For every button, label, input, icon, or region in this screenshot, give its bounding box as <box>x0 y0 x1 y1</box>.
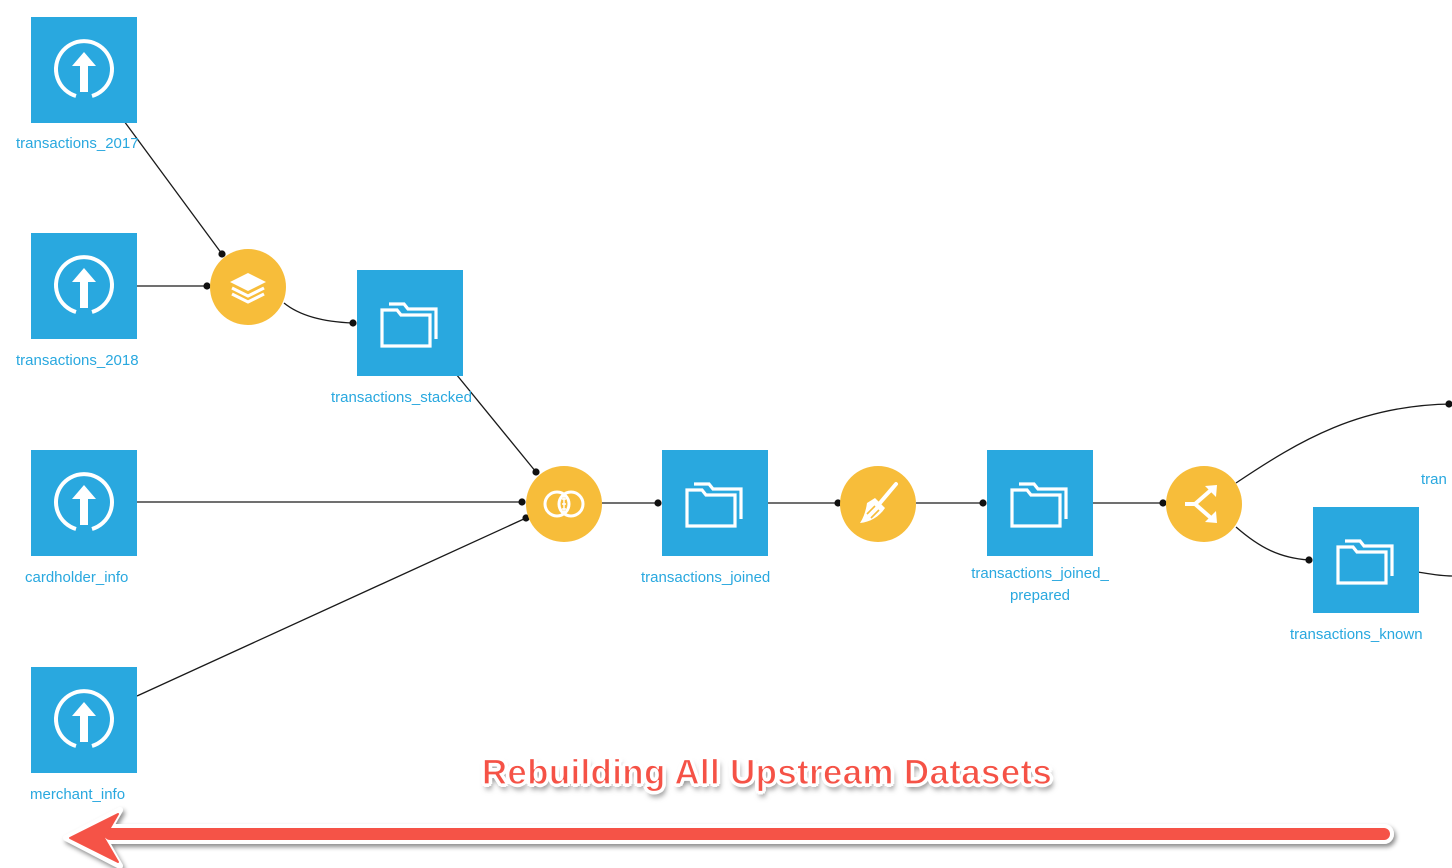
label-line: transactions_joined_ <box>971 565 1109 582</box>
dataset-label: transactions_joined <box>641 569 771 586</box>
dataset-transactions-2017[interactable] <box>31 17 137 123</box>
port-dot <box>203 282 211 290</box>
edge-split-to-known <box>1235 526 1310 561</box>
edge-stack-to-stacked <box>283 302 354 324</box>
upload-icon <box>54 255 114 314</box>
port-dot <box>532 468 540 476</box>
annotation-banner: Rebuilding All Upstream Datasets <box>481 752 1053 792</box>
port-dot <box>349 319 357 327</box>
dataset-transactions-2018[interactable] <box>31 233 137 339</box>
port-dot <box>1445 400 1452 408</box>
split-arrows-icon <box>1185 485 1217 523</box>
edge-split-to-unknown <box>1235 403 1452 484</box>
label-line: prepared <box>1009 587 1071 604</box>
folder-icon <box>1010 482 1068 528</box>
recipe-split[interactable] <box>1166 466 1242 542</box>
dataset-label-cropped: tran <box>1421 471 1447 488</box>
port-dot <box>1305 556 1313 564</box>
dataset-transactions-stacked[interactable] <box>357 270 463 376</box>
recipe-prepare[interactable] <box>840 466 916 542</box>
port-dot <box>218 250 226 258</box>
dataset-transactions-joined[interactable] <box>662 450 768 556</box>
dataset-label: transactions_known <box>1290 626 1423 643</box>
dataset-label: transactions_stacked <box>331 389 472 406</box>
folder-icon <box>685 482 743 528</box>
port-dot <box>1159 499 1167 507</box>
stack-layers-icon <box>230 273 266 304</box>
dataset-label: transactions_2018 <box>16 352 139 369</box>
folder-icon <box>1336 539 1394 585</box>
recipe-stack[interactable] <box>210 249 286 325</box>
upload-icon <box>54 472 114 531</box>
port-dot <box>518 498 526 506</box>
upload-icon <box>54 689 114 748</box>
broom-icon <box>860 482 898 523</box>
folder-icon <box>380 302 438 348</box>
edge-merchant-to-join <box>136 517 527 697</box>
dataset-label: cardholder_info <box>25 569 129 586</box>
dataset-label: merchant_info <box>30 786 126 803</box>
recipe-join[interactable] <box>526 466 602 542</box>
arrow-left-icon <box>63 807 1394 868</box>
dataset-transactions-known[interactable] <box>1313 507 1419 613</box>
dataset-merchant-info[interactable] <box>31 667 137 773</box>
port-dot <box>834 499 842 507</box>
edge-2017-to-stack <box>123 120 223 255</box>
dataset-transactions-joined-prepared[interactable] <box>987 450 1093 556</box>
port-dot <box>979 499 987 507</box>
dataset-label: transactions_joined_ prepared <box>940 563 1140 607</box>
port-dot <box>654 499 662 507</box>
join-circles-icon <box>543 490 585 518</box>
dataset-cardholder-info[interactable] <box>31 450 137 556</box>
edge-out-cropped <box>1417 571 1452 577</box>
edge-stacked-to-join <box>455 373 537 473</box>
upload-icon <box>54 39 114 98</box>
dataset-label: transactions_2017 <box>16 135 139 152</box>
